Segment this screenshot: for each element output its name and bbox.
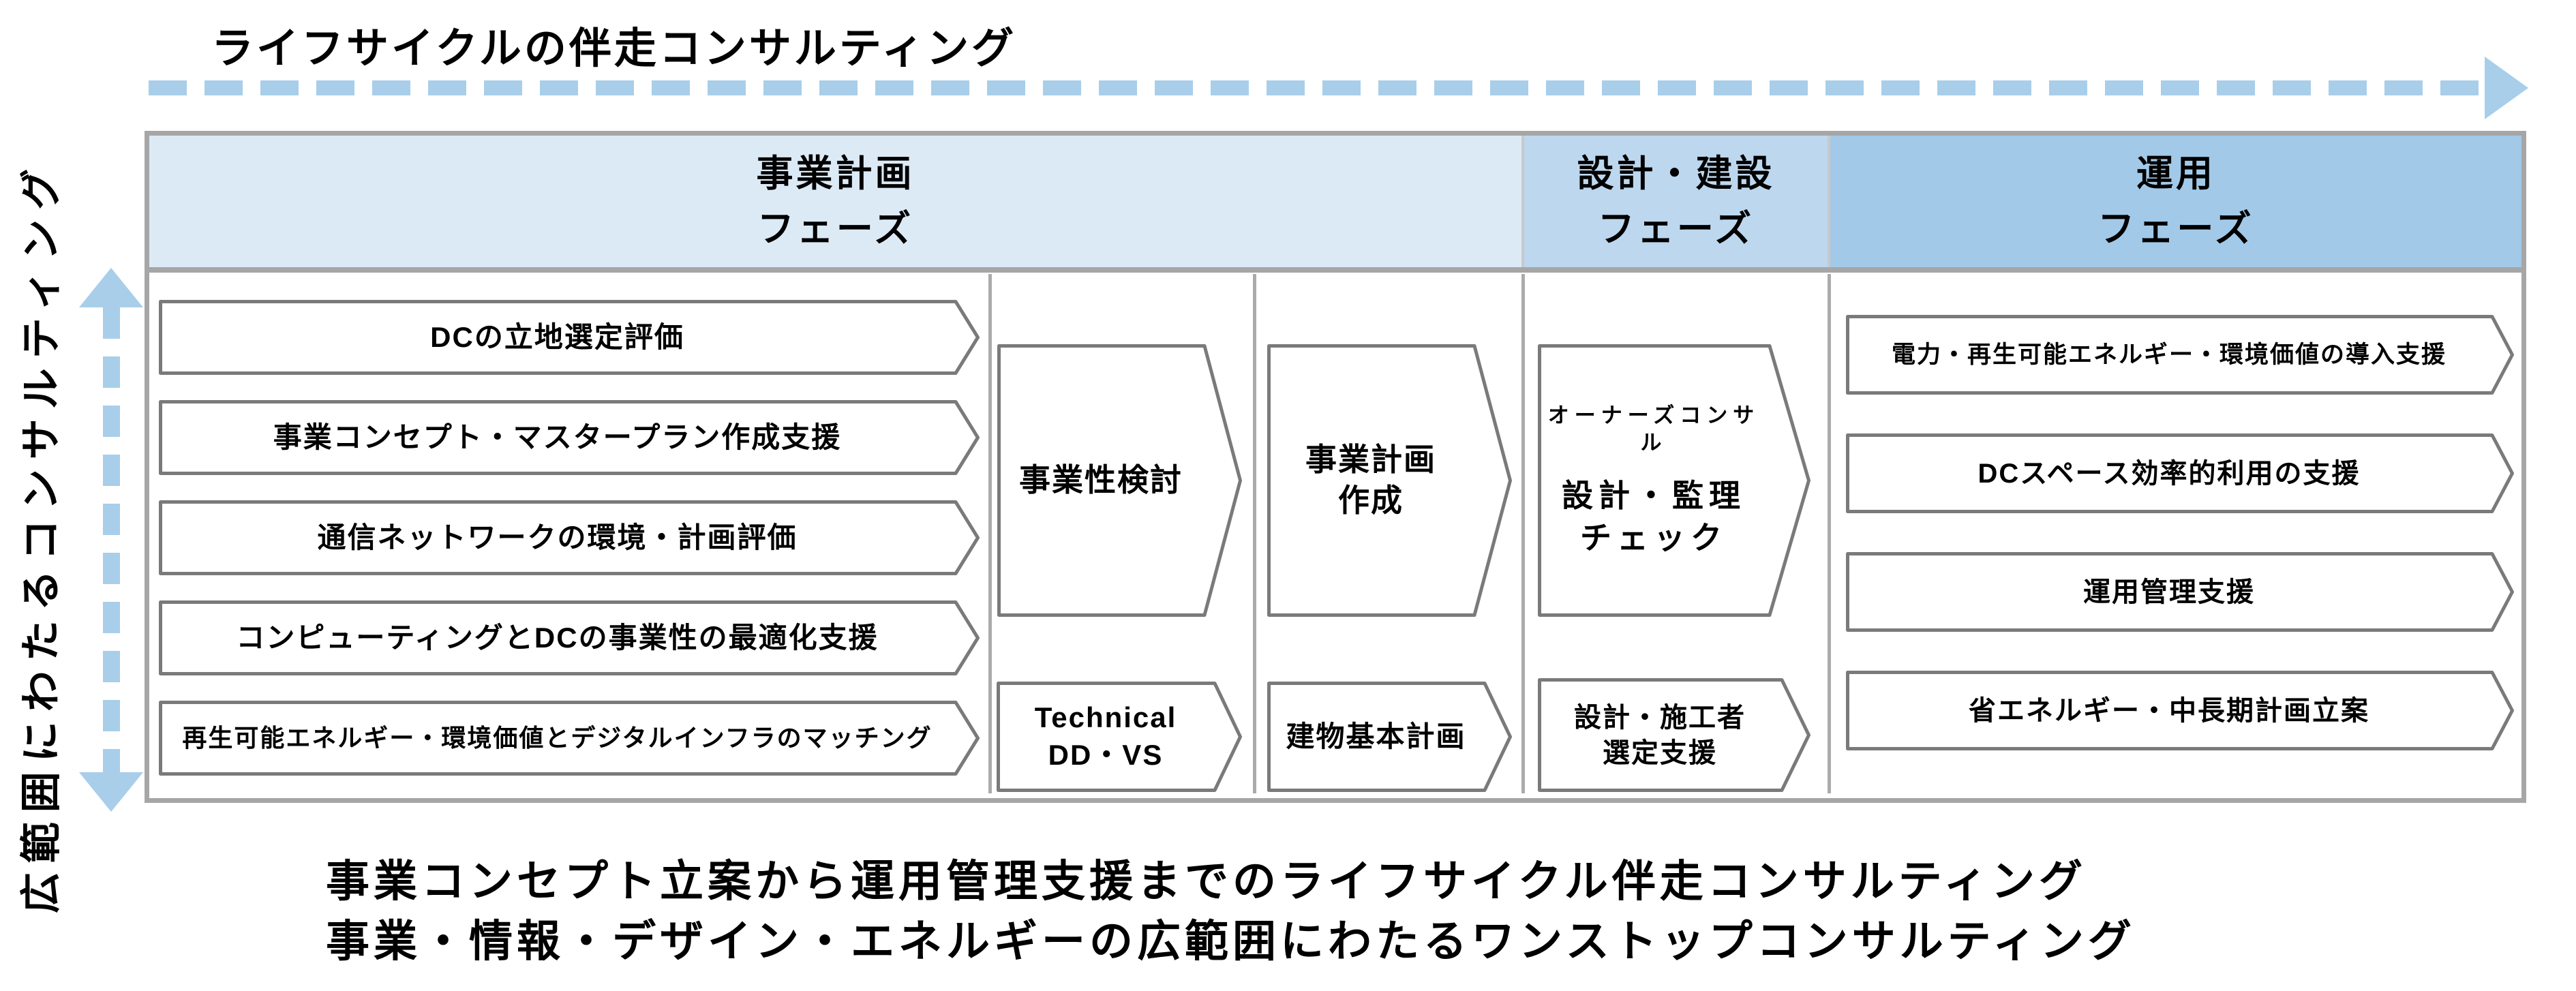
lifecycle-arrowhead-right-icon bbox=[2485, 57, 2528, 119]
service-box-dc-space-efficiency: DCスペース効率的利用の支援 bbox=[1846, 433, 2514, 513]
column-divider bbox=[1521, 274, 1525, 793]
lifecycle-dashed-arrow bbox=[149, 80, 2485, 95]
phase-header-operation: 運用 フェーズ bbox=[1828, 136, 2521, 267]
service-box-network-evaluation: 通信ネットワークの環境・計画評価 bbox=[159, 500, 980, 575]
service-box-label: DCの立地選定評価 bbox=[430, 320, 684, 353]
scope-arrow-label: 広範囲にわたるコンサルティング bbox=[18, 159, 64, 914]
header-bottom-rule bbox=[145, 267, 2526, 273]
building-basic-plan-label: 建物基本計画 bbox=[1286, 720, 1466, 752]
service-box-operation-management: 運用管理支援 bbox=[1846, 552, 2514, 632]
service-box-label: 省エネルギー・中長期計画立案 bbox=[1969, 695, 2369, 726]
service-box-label: 通信ネットワークの環境・計画評価 bbox=[317, 521, 798, 553]
service-box-renewable-matching: 再生可能エネルギー・環境価値とデジタルインフラのマッチング bbox=[159, 701, 980, 776]
service-box-label: DCスペース効率的利用の支援 bbox=[1978, 458, 2361, 489]
technical-dd-vs-label: Technical DD・VS bbox=[1034, 701, 1177, 771]
owners-consult-tag: オーナーズコンサル bbox=[1547, 403, 1760, 455]
column-divider bbox=[1253, 274, 1256, 793]
design-supervision-check-content: オーナーズコンサル 設計・監理 チェック bbox=[1538, 344, 1810, 617]
service-box-label: 再生可能エネルギー・環境価値とデジタルインフラのマッチング bbox=[182, 723, 933, 752]
design-supervision-check-box: オーナーズコンサル 設計・監理 チェック bbox=[1538, 344, 1810, 617]
contractor-selection-support-box: 設計・施工者 選定支援 bbox=[1538, 678, 1810, 792]
service-box-computing-optimization: コンピューティングとDCの事業性の最適化支援 bbox=[159, 600, 980, 675]
phase-header-planning: 事業計画 フェーズ bbox=[149, 136, 1521, 267]
lifecycle-arrow-label: ライフサイクルの伴走コンサルティング bbox=[211, 25, 1017, 72]
scope-dashed-arrow bbox=[103, 307, 120, 772]
scope-arrowhead-up-icon bbox=[79, 268, 143, 307]
service-box-label: 事業コンセプト・マスタープラン作成支援 bbox=[273, 421, 842, 453]
footer-caption-line2: 事業・情報・デザイン・エネルギーの広範囲にわたるワンストップコンサルティング bbox=[326, 917, 2136, 966]
phase-header-design-build: 設計・建設 フェーズ bbox=[1521, 136, 1828, 267]
column-divider bbox=[1828, 274, 1831, 793]
business-plan-creation-box: 事業計画 作成 bbox=[1267, 344, 1512, 617]
service-box-label: コンピューティングとDCの事業性の最適化支援 bbox=[236, 621, 879, 654]
service-box-energy-saving-planning: 省エネルギー・中長期計画立案 bbox=[1846, 671, 2514, 750]
feasibility-study-label: 事業性検討 bbox=[1019, 462, 1183, 498]
contractor-selection-support-label: 設計・施工者 選定支援 bbox=[1574, 702, 1746, 768]
building-basic-plan-box: 建物基本計画 bbox=[1267, 682, 1512, 792]
service-box-dc-location: DCの立地選定評価 bbox=[159, 300, 980, 375]
service-box-power-renewable-introduction: 電力・再生可能エネルギー・環境価値の導入支援 bbox=[1846, 315, 2514, 395]
footer-caption-line1: 事業コンセプト立案から運用管理支援までのライフサイクル伴走コンサルティング bbox=[326, 857, 2087, 906]
service-box-concept-masterplan: 事業コンセプト・マスタープラン作成支援 bbox=[159, 400, 980, 475]
business-plan-creation-label: 事業計画 作成 bbox=[1305, 442, 1436, 518]
service-box-label: 電力・再生可能エネルギー・環境価値の導入支援 bbox=[1891, 341, 2446, 368]
service-box-label: 運用管理支援 bbox=[2083, 577, 2255, 607]
feasibility-study-box: 事業性検討 bbox=[997, 344, 1242, 617]
column-divider bbox=[988, 274, 992, 793]
scope-arrowhead-down-icon bbox=[79, 772, 143, 812]
technical-dd-vs-box: Technical DD・VS bbox=[997, 682, 1242, 792]
design-supervision-check-label: 設計・監理 チェック bbox=[1562, 478, 1746, 556]
